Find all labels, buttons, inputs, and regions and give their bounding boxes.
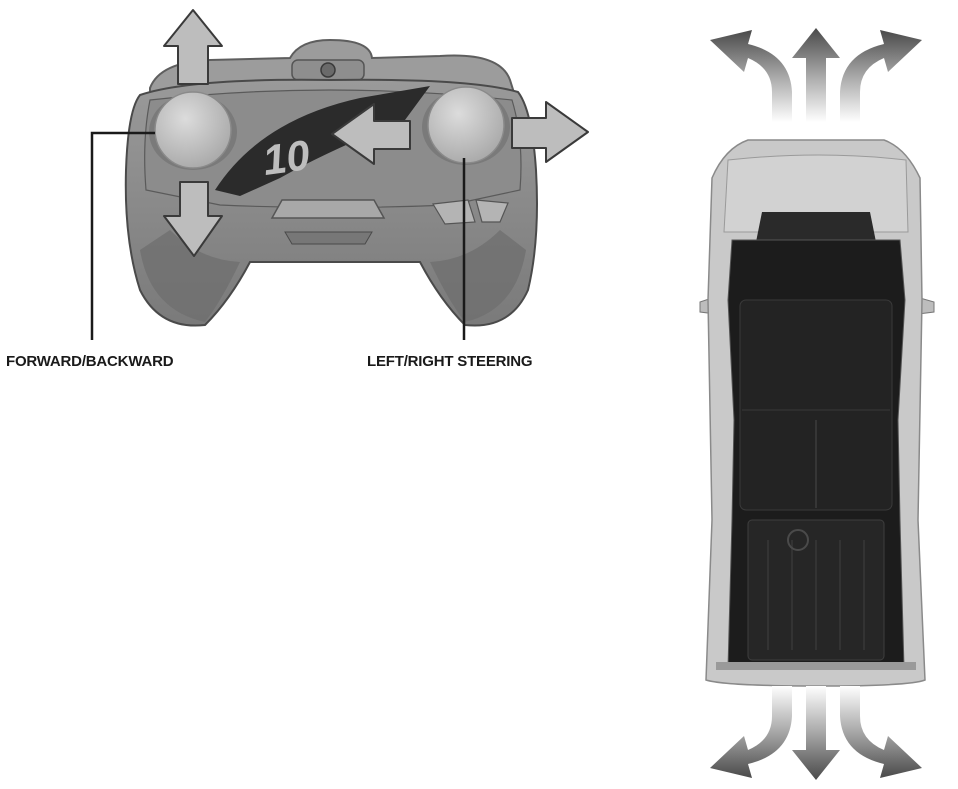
arrow-forward-left-icon <box>710 30 792 122</box>
arrow-up-icon <box>163 9 223 85</box>
rear-bumper <box>716 662 916 670</box>
arrow-reverse-icon <box>792 686 840 780</box>
vehicle-roof <box>739 299 893 511</box>
controller-logo-band <box>215 86 430 196</box>
right-button-2 <box>475 199 509 223</box>
arrow-left-icon <box>331 103 411 165</box>
arrow-forward-right-icon <box>840 30 922 122</box>
remote-controller: 10 <box>124 9 589 327</box>
left-right-steering-label: LEFT/RIGHT STEERING <box>367 353 533 370</box>
right-grip <box>430 230 526 322</box>
center-button <box>270 199 386 219</box>
bottom-trim <box>284 231 373 245</box>
arrow-forward-icon <box>792 28 840 122</box>
forward-backward-label: FORWARD/BACKWARD <box>6 353 174 370</box>
arrow-reverse-left-icon <box>710 686 792 778</box>
arrow-reverse-right-icon <box>840 686 922 778</box>
left-grip <box>140 230 240 322</box>
vehicle-reverse-arrows <box>710 686 922 780</box>
controller-led <box>320 62 336 78</box>
cargo-bed-ribs <box>767 540 865 650</box>
leader-line-forward-backward <box>90 131 155 340</box>
controller-logo-mark: 10 <box>260 131 313 184</box>
arrow-down-icon <box>163 181 223 257</box>
right-joystick <box>427 86 505 164</box>
arrow-right-icon <box>511 101 589 163</box>
spare-tire <box>787 529 809 551</box>
vehicle-forward-arrows <box>710 28 922 122</box>
rc-vehicle-top-view <box>699 139 935 687</box>
left-joystick <box>154 91 232 169</box>
